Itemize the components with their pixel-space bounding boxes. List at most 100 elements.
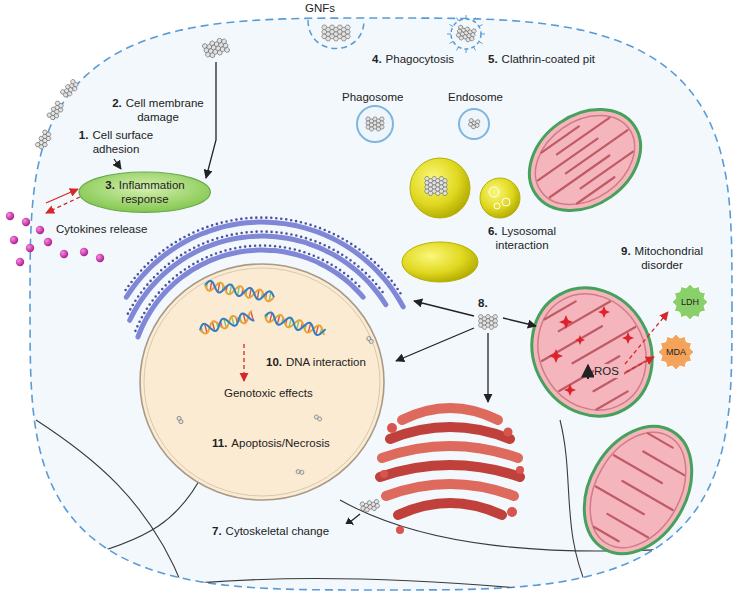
gnf-sheet bbox=[322, 25, 351, 41]
gnf-hexagon bbox=[224, 47, 230, 53]
cytokine-arrow bbox=[46, 189, 78, 203]
clathrin-coat bbox=[466, 15, 467, 19]
gnf-hexagon bbox=[58, 103, 64, 109]
crista bbox=[614, 455, 662, 483]
ros-star bbox=[575, 335, 585, 345]
arrow bbox=[206, 62, 216, 178]
annotation-label: Phagosome bbox=[342, 91, 403, 103]
node-text: 3.Inflammation response bbox=[97, 178, 193, 206]
cytokine-dot bbox=[10, 236, 18, 244]
crista bbox=[566, 130, 628, 173]
ros-star bbox=[564, 384, 576, 396]
ellipse-outline bbox=[78, 171, 211, 213]
crista bbox=[573, 327, 636, 363]
callout-number: 11. bbox=[212, 437, 227, 449]
gnf-sheet bbox=[46, 100, 66, 122]
arrow bbox=[114, 159, 121, 169]
golgi-vesicle bbox=[387, 423, 397, 433]
cell-layer bbox=[6, 15, 732, 590]
label-group: LDH bbox=[672, 295, 708, 309]
cytoskeleton-fiber bbox=[70, 470, 205, 560]
gnf-sheet bbox=[425, 177, 448, 196]
gnf-hexagon bbox=[443, 183, 448, 187]
organelle-layer bbox=[126, 89, 714, 573]
gnf-hexagon bbox=[475, 123, 480, 128]
gnf-hexagon bbox=[369, 339, 374, 344]
golgi-cisterna bbox=[398, 503, 502, 515]
ros-star bbox=[559, 315, 573, 329]
annotation-label: Phagocytosis bbox=[386, 53, 454, 65]
gnf-hexagon bbox=[45, 131, 51, 137]
ros-star bbox=[622, 332, 634, 344]
gnf-hexagon bbox=[493, 323, 498, 327]
lysosome bbox=[480, 178, 520, 218]
crista bbox=[559, 356, 619, 391]
crista bbox=[577, 177, 614, 203]
increase-arrow bbox=[587, 365, 589, 379]
label-group: 5.Clathrin-coated pit bbox=[488, 52, 638, 66]
crista bbox=[596, 486, 644, 514]
annotation-label: Cell surface adhesion bbox=[92, 129, 153, 155]
crista bbox=[541, 126, 578, 152]
label-group: 4.Phagocytosis bbox=[372, 52, 482, 66]
gnf-sheet bbox=[295, 468, 304, 476]
marker-badge bbox=[658, 334, 694, 370]
cytokine-arrow bbox=[46, 197, 80, 213]
endosome bbox=[459, 109, 489, 139]
dna-strand bbox=[204, 280, 275, 302]
label-group: 8. bbox=[478, 296, 500, 310]
clathrin-coat bbox=[466, 49, 467, 53]
mitochondrion-outer bbox=[509, 266, 675, 438]
golgi-vesicle bbox=[507, 507, 517, 517]
dna-helix bbox=[204, 280, 275, 302]
gnf-hexagon bbox=[380, 125, 385, 129]
crista bbox=[643, 451, 684, 475]
label-group: 11.Apoptosis/Necrosis bbox=[212, 436, 352, 450]
golgi-cisterna bbox=[402, 408, 498, 420]
arrow bbox=[414, 301, 474, 316]
gnf-sheet bbox=[360, 499, 381, 513]
clathrin-coat bbox=[481, 34, 485, 35]
label-group: ROS bbox=[594, 364, 624, 378]
gnf-hexagon bbox=[317, 417, 321, 421]
marker-badge bbox=[672, 284, 708, 320]
mitochondrion bbox=[510, 89, 660, 232]
annotation-label: Clathrin-coated pit bbox=[502, 53, 595, 65]
clathrin-coat bbox=[479, 25, 482, 27]
gnf-hexagon bbox=[493, 315, 498, 319]
crista bbox=[648, 433, 673, 447]
crista bbox=[593, 362, 644, 392]
annotation-label: Lysosomal interaction bbox=[495, 225, 556, 251]
annotation-label: DNA interaction bbox=[286, 356, 366, 368]
ellipse-shape bbox=[79, 172, 210, 212]
label-group: 9.Mitochondrial disorder bbox=[612, 244, 712, 272]
gnf-hexagon bbox=[493, 319, 498, 323]
label-group: Cytokines release bbox=[56, 222, 166, 236]
annotation-label: ROS bbox=[594, 365, 619, 377]
mitochondrion bbox=[562, 407, 713, 573]
golgi-vesicle bbox=[516, 466, 524, 474]
lysosome bbox=[410, 158, 470, 218]
callout-number: 7. bbox=[212, 525, 222, 537]
golgi-vesicle bbox=[504, 428, 513, 437]
label-group: 10.DNA interaction bbox=[266, 355, 391, 369]
cytokine-dot bbox=[6, 212, 14, 220]
gnf-hexagon bbox=[443, 191, 448, 195]
crista bbox=[596, 391, 627, 409]
gnf-sheet bbox=[366, 117, 384, 131]
golgi-cisterna bbox=[382, 446, 518, 458]
gnf-hexagon bbox=[345, 25, 350, 30]
gnf-sheet bbox=[202, 36, 231, 59]
label-group: MDA bbox=[658, 345, 694, 359]
mitochondrion-inner bbox=[517, 274, 667, 430]
dna-helix bbox=[199, 311, 255, 335]
gnf-sheet bbox=[175, 416, 185, 425]
golgi-cisterna bbox=[380, 465, 520, 477]
gnf-hexagon bbox=[374, 499, 379, 504]
annotation-label: MDA bbox=[666, 347, 686, 357]
node-label: Inflammation response bbox=[119, 179, 185, 205]
dna-strand bbox=[264, 311, 326, 337]
gnf-hexagon bbox=[299, 470, 304, 475]
